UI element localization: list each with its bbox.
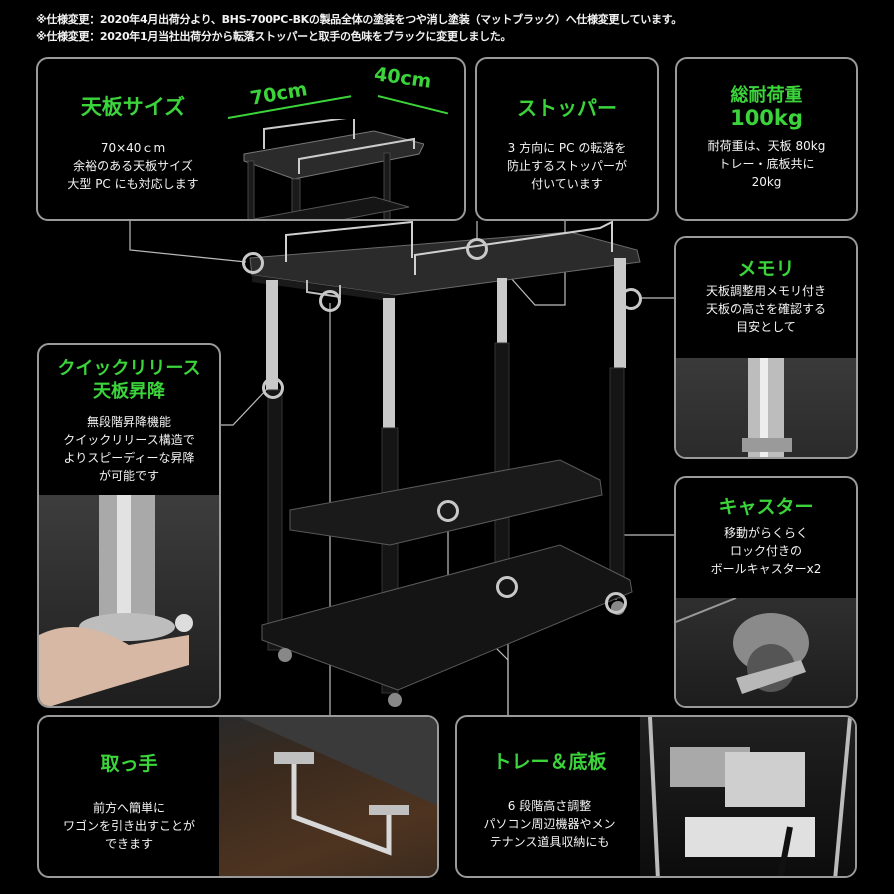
stopper-desc: 3 方向に PC の転落を 防止するストッパーが 付いています [506, 141, 627, 191]
top-board-title: 天板サイズ [80, 95, 186, 119]
quick-release-marker [262, 377, 284, 399]
handle-marker [319, 290, 341, 312]
spec-change-notice-2: ※仕様変更：2020年1月当社出荷分から転落ストッパーと取手の色味をブラックに変… [36, 30, 512, 43]
height-scale-desc: 天板調整用メモリ付き 天板の高さを確認する 目安として [705, 284, 826, 334]
caster-card: キャスター 移動がらくらく ロック付きの ボールキャスターx2 [674, 476, 858, 708]
stopper-card: ストッパー 3 方向に PC の転落を 防止するストッパーが 付いています [475, 57, 659, 221]
top-board-desc: 70×40ｃm 余裕のある天板サイズ 大型 PC にも対応します [67, 141, 199, 191]
handle-title: 取っ手 [100, 753, 158, 775]
quick-release-title: クイックリリース 天板昇降 [57, 358, 201, 402]
tray-bottom-title: トレー＆底板 [492, 751, 607, 773]
caster-photo [676, 597, 856, 706]
handle-photo [219, 717, 437, 876]
scale-pole-photo [676, 358, 856, 457]
stopper-marker [466, 238, 488, 260]
spec-change-notice-1: ※仕様変更：2020年4月出荷分より、BHS-700PC-BKの製品全体の塗装を… [36, 13, 682, 26]
load-capacity-desc: 耐荷重は、天板 80kg トレー・底板共に 20kg [707, 139, 826, 189]
load-capacity-card: 総耐荷重 100kg 耐荷重は、天板 80kg トレー・底板共に 20kg [675, 57, 858, 221]
height-scale-title: メモリ [737, 258, 795, 280]
handle-card: 取っ手 前方へ簡単に ワゴンを引き出すことが できます [37, 715, 439, 878]
tray-bottom-card: トレー＆底板 6 段階高さ調整 パソコン周辺機器やメン テナンス道具収納にも [455, 715, 857, 878]
depth-dimension-line [377, 95, 449, 115]
top-board-marker [242, 252, 264, 274]
load-capacity-title: 総耐荷重 100kg [730, 85, 803, 130]
tray-marker [437, 500, 459, 522]
top-board-size-card: 天板サイズ 70×40ｃm 余裕のある天板サイズ 大型 PC にも対応します 7… [36, 57, 466, 221]
quick-release-photo [39, 495, 219, 706]
depth-dimension-label: 40cm [372, 63, 433, 93]
tray-storage-photo [640, 717, 855, 876]
caster-title: キャスター [718, 496, 814, 518]
quick-release-desc: 無段階昇降機能 クイックリリース構造で よりスピーディーな昇降 が可能です [63, 415, 195, 483]
bottom-board-marker [496, 576, 518, 598]
top-board-image [243, 119, 424, 219]
height-scale-card: メモリ 天板調整用メモリ付き 天板の高さを確認する 目安として [674, 236, 858, 459]
quick-release-card: クイックリリース 天板昇降 無段階昇降機能 クイックリリース構造で よりスピーデ… [37, 343, 221, 708]
caster-desc: 移動がらくらく ロック付きの ボールキャスターx2 [710, 526, 822, 576]
caster-marker [605, 592, 627, 614]
memory-marker [620, 288, 642, 310]
handle-desc: 前方へ簡単に ワゴンを引き出すことが できます [62, 801, 195, 851]
tray-bottom-desc: 6 段階高さ調整 パソコン周辺機器やメン テナンス道具収納にも [483, 799, 616, 849]
stopper-title: ストッパー [517, 96, 617, 120]
